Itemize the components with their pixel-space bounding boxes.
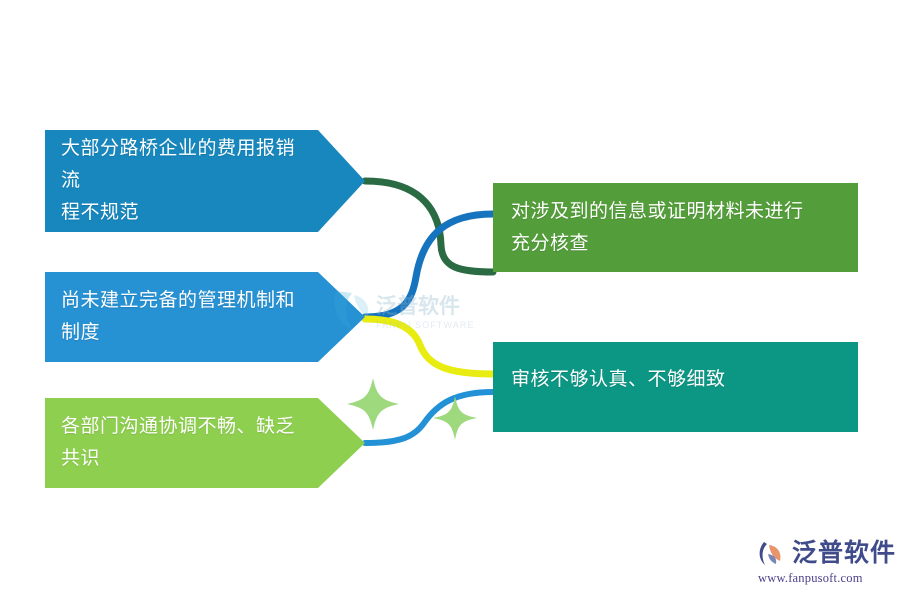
issue-node-3[interactable]: 各部门沟通协调不畅、缺乏 共识 (45, 398, 365, 488)
issue-node-2[interactable]: 尚未建立完备的管理机制和 制度 (45, 272, 365, 362)
connector-yellow-path (361, 315, 497, 378)
connector-dark-green-path (361, 177, 497, 276)
issue-node-1[interactable]: 大部分路桥企业的费用报销流 程不规范 (45, 130, 365, 232)
connector-blue-path (361, 210, 497, 321)
sparkle-2-icon (433, 396, 477, 440)
fanpu-logo-icon (759, 542, 781, 565)
brand-url: www.fanpusoft.com (758, 571, 863, 585)
sparkle-1-icon (347, 378, 399, 430)
connector-light-blue-path (362, 389, 496, 446)
brand-logo: 泛普软件 www.fanpusoft.com (757, 533, 897, 591)
issue-node-3-label: 各部门沟通协调不畅、缺乏 共识 (61, 416, 296, 469)
detail-node-1-label: 对涉及到的信息或证明材料未进行 充分核查 (511, 200, 804, 254)
issue-node-2-label: 尚未建立完备的管理机制和 制度 (61, 290, 296, 343)
detail-node-1[interactable]: 对涉及到的信息或证明材料未进行 充分核查 (493, 183, 858, 272)
brand-name: 泛普软件 (792, 538, 897, 567)
detail-node-2[interactable]: 审核不够认真、不够细致 (493, 342, 858, 432)
detail-node-2-label: 审核不够认真、不够细致 (511, 369, 726, 390)
issue-node-1-label: 大部分路桥企业的费用报销流 程不规范 (61, 138, 296, 223)
